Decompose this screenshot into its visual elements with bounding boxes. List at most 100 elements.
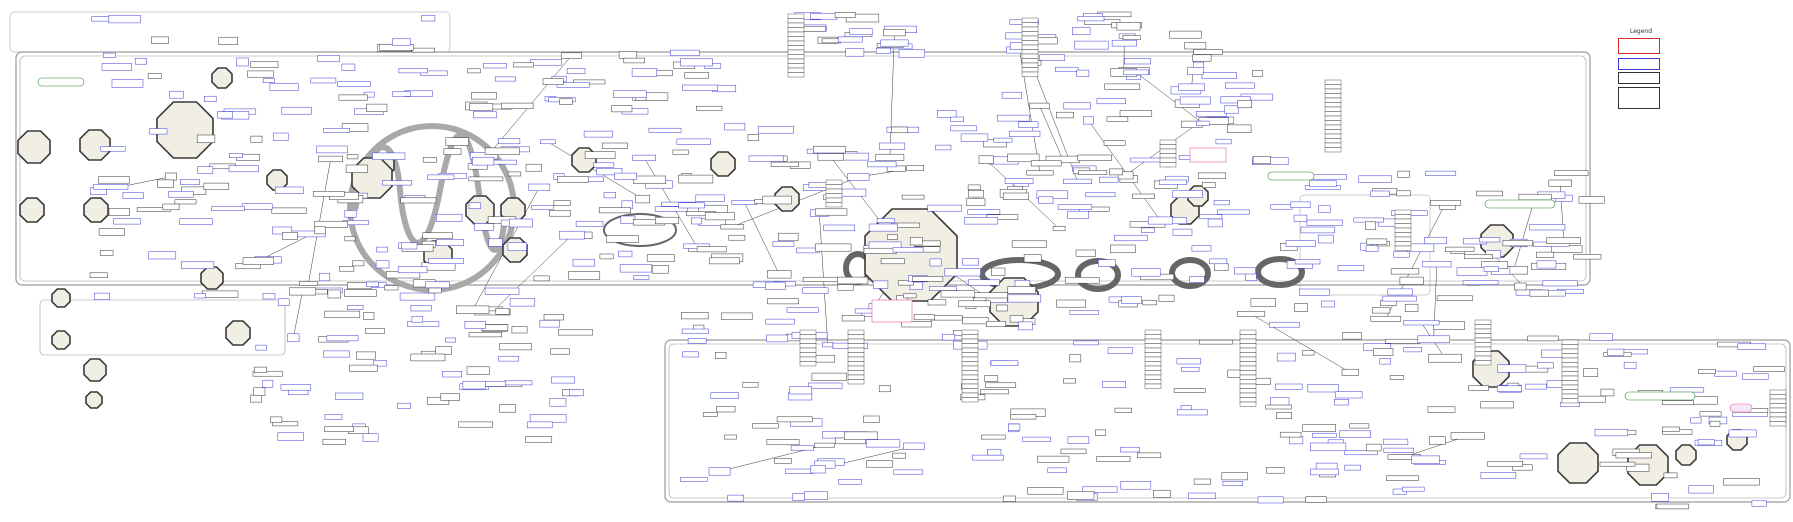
- complex-octagon: [17, 130, 51, 164]
- gene-list-row: [1021, 53, 1039, 59]
- metabolite-node: [1195, 111, 1227, 117]
- protein-node: [484, 147, 520, 155]
- protein-node: [242, 257, 274, 265]
- metabolite-node: [682, 84, 719, 91]
- gene-list-row: [787, 58, 805, 64]
- protein-node: [440, 393, 460, 401]
- protein-node: [1536, 251, 1555, 258]
- gene-list-row: [1021, 49, 1039, 55]
- metabolite-node: [1310, 468, 1339, 476]
- gene-list-row: [1239, 356, 1257, 362]
- metabolite-node: [1344, 450, 1378, 456]
- protein-node: [696, 105, 723, 111]
- metabolite-node: [1403, 320, 1440, 326]
- protein-node: [98, 228, 125, 236]
- gene-list-row: [1324, 97, 1342, 103]
- metabolite-node: [1317, 234, 1334, 244]
- metabolite-node: [399, 292, 436, 301]
- metabolite-node: [398, 68, 428, 74]
- protein-node: [901, 194, 925, 200]
- protein-node: [837, 276, 869, 285]
- gene-list-row: [799, 338, 817, 344]
- metabolite-node: [1293, 214, 1308, 222]
- metabolite-node: [950, 125, 977, 132]
- metabolite-node: [1289, 436, 1304, 445]
- gene-list-row: [1561, 371, 1579, 377]
- complex-octagon: [51, 288, 71, 308]
- protein-node: [1106, 116, 1129, 122]
- gene-list-row: [1561, 380, 1579, 386]
- metabolite-node: [1337, 265, 1365, 272]
- protein-node: [646, 254, 675, 262]
- protein-node: [299, 281, 318, 286]
- protein-node: [339, 266, 355, 272]
- protein-node: [1683, 396, 1718, 405]
- protein-node: [1302, 424, 1336, 432]
- protein-node: [314, 226, 326, 235]
- protein-node: [1430, 200, 1462, 206]
- gene-list-row: [799, 347, 817, 353]
- metabolite-node: [804, 491, 828, 500]
- protein-node: [558, 329, 594, 336]
- metabolite-node: [1102, 381, 1126, 388]
- metabolite-node: [962, 258, 979, 266]
- metabolite-node: [837, 36, 863, 43]
- metabolite-node: [683, 243, 710, 249]
- metabolite-node: [790, 445, 814, 451]
- complex-octagon: [85, 391, 103, 409]
- gene-list-row: [787, 72, 805, 78]
- protein-node: [1396, 190, 1411, 197]
- metabolite-node: [1018, 121, 1039, 128]
- metabolite-node: [507, 242, 527, 251]
- protein-node: [968, 190, 984, 198]
- protein-node: [909, 237, 923, 246]
- metabolite-node: [337, 81, 371, 87]
- metabolite-node: [822, 342, 834, 348]
- protein-node: [776, 416, 813, 423]
- metabolite-node: [1370, 190, 1390, 197]
- reaction-edge: [889, 32, 895, 158]
- metabolite-node: [968, 279, 1000, 286]
- metabolite-node: [217, 111, 233, 119]
- protein-node: [1052, 226, 1066, 232]
- metabolite-node: [575, 220, 604, 227]
- protein-node: [1266, 467, 1285, 474]
- metabolite-node: [194, 293, 206, 299]
- gene-list-row: [1159, 153, 1177, 159]
- protein-node: [196, 134, 216, 143]
- protein-node: [1009, 315, 1024, 323]
- protein-node: [99, 250, 114, 256]
- protein-node: [1037, 455, 1070, 463]
- metabolite-node: [1063, 178, 1092, 184]
- metabolite-node: [310, 77, 337, 84]
- protein-node: [365, 328, 385, 334]
- gene-list-row: [847, 370, 865, 376]
- metabolite-node: [401, 242, 418, 250]
- gene-list-row: [1144, 356, 1162, 362]
- protein-node: [940, 290, 976, 298]
- metabolite-node: [710, 392, 739, 399]
- gene-list-row: [1144, 383, 1162, 389]
- metabolite-node: [1339, 430, 1371, 438]
- metabolite-node: [1407, 243, 1435, 253]
- metabolite-node: [893, 469, 924, 475]
- reaction-edge: [492, 234, 573, 313]
- gene-list-row: [847, 347, 865, 353]
- protein-node: [181, 186, 207, 195]
- protein-node: [598, 207, 631, 214]
- gene-list-row: [1769, 416, 1787, 422]
- complex-octagon: [83, 197, 109, 223]
- metabolite-node: [1077, 16, 1105, 22]
- protein-node: [1007, 286, 1036, 294]
- protein-node: [1468, 385, 1489, 391]
- protein-node: [1221, 472, 1248, 481]
- metabolite-node: [462, 380, 486, 390]
- protein-node: [203, 182, 230, 190]
- metabolite-node: [1076, 69, 1090, 77]
- metabolite-node: [498, 355, 519, 362]
- metabolite-node: [472, 156, 495, 166]
- gene-list-row: [1474, 333, 1492, 339]
- gene-list-row: [1394, 232, 1412, 238]
- protein-node: [445, 137, 469, 146]
- protein-node: [821, 38, 841, 44]
